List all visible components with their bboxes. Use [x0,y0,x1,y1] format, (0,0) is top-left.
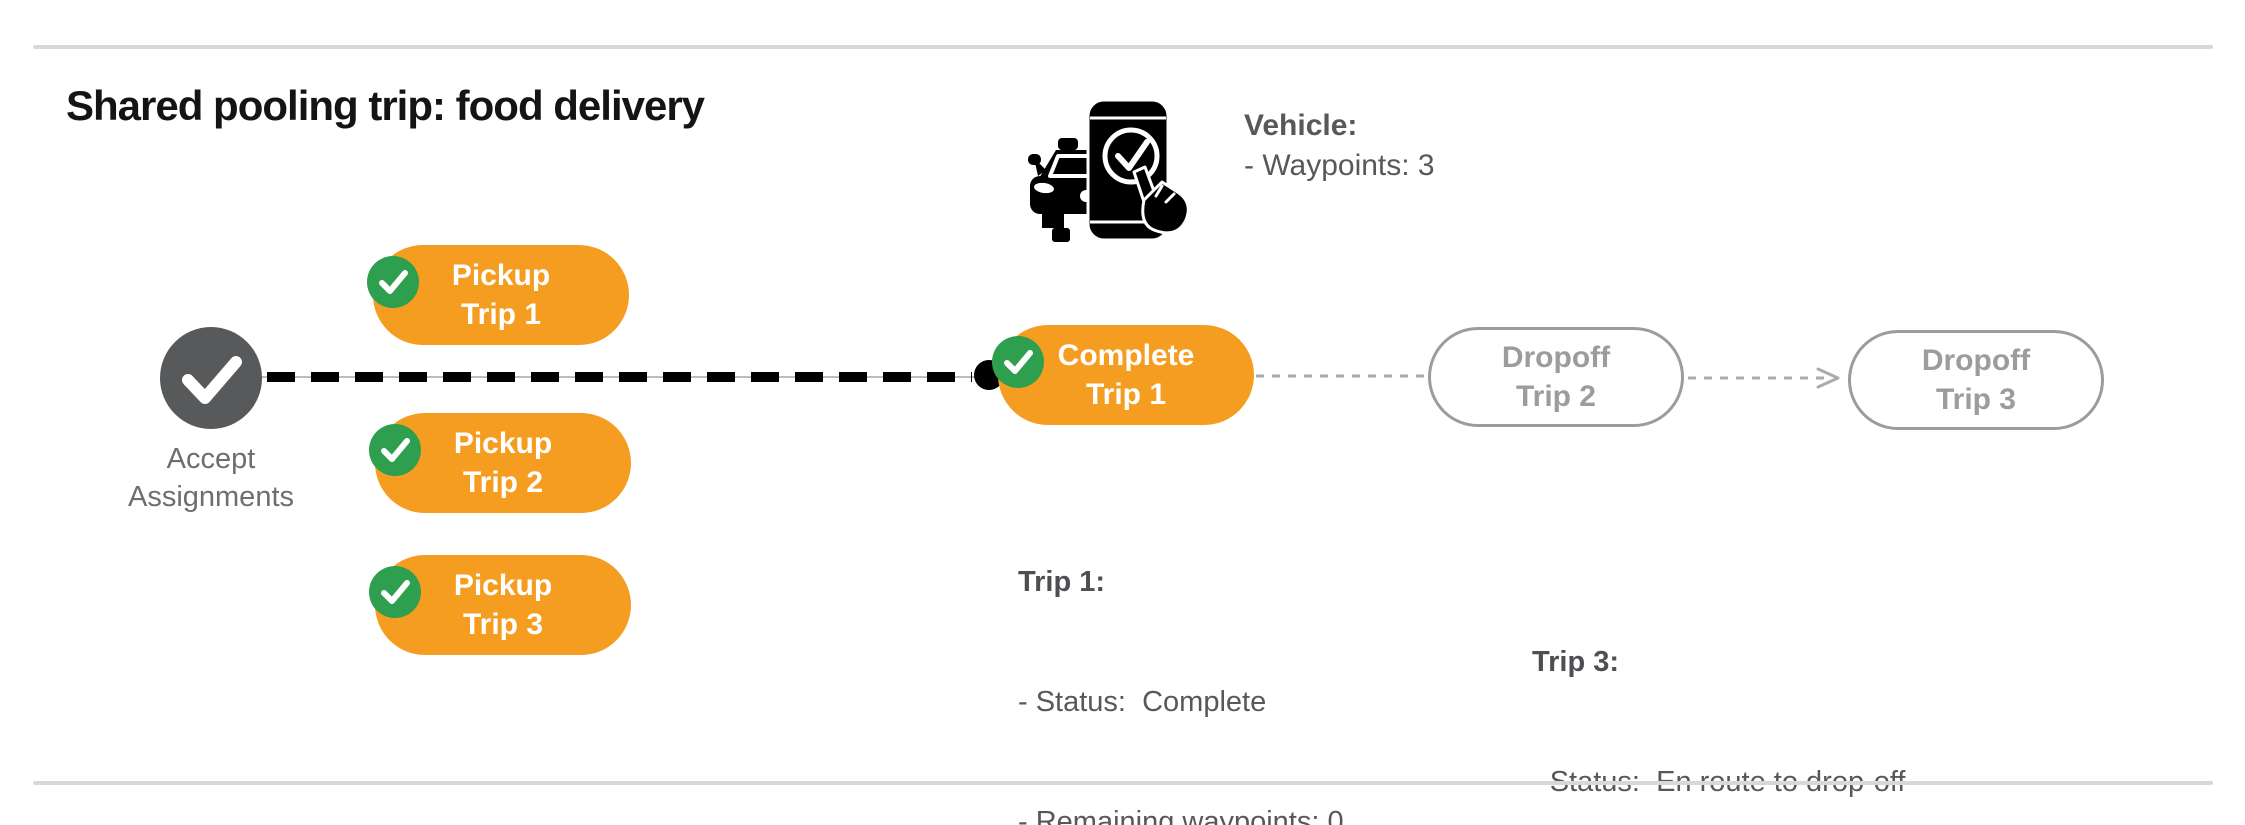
node-label: Pickup Trip 1 [451,259,551,331]
trip-3-title: Trip 3: [1532,646,1620,678]
trip-1-waypoints: - Remaining waypoints: 0 [1018,806,1344,825]
page-title: Shared pooling trip: food delivery [66,82,705,129]
node-label: Dropoff Trip 3 [1921,344,2031,416]
node-pickup-trip-3: Pickup Trip 3 [369,555,631,655]
bottom-divider [33,781,2213,785]
trip-1-status: - Status: Complete [1018,686,1267,718]
vehicle-label: Vehicle: [1244,109,1358,142]
check-badge-icon [369,385,421,476]
accept-assignments-label: Accept Assignments [127,443,294,513]
node-pickup-trip-1: Pickup Trip 1 [367,245,629,345]
check-badge-icon [367,217,419,308]
vehicle-info: Vehicle: - Waypoints: 3 [1244,106,1435,186]
trip-1-title: Trip 1: [1018,566,1106,598]
accept-check-icon [182,356,242,404]
vehicle-phone-icon [1028,98,1190,242]
node-label: Complete Trip 1 [1057,339,1195,411]
arrowhead-icon [1816,367,1840,389]
node-dropoff-trip-2: Dropoff Trip 2 [1428,327,1684,427]
node-label: Dropoff Trip 2 [1501,341,1611,413]
vehicle-waypoints: - Waypoints: 3 [1244,149,1435,182]
node-dropoff-trip-3: Dropoff Trip 3 [1848,330,2104,430]
accept-assignments-node [160,327,262,429]
trip-status-block-3: Trip 3: - Status: En route to drop-off -… [1532,562,1905,825]
node-complete-trip-1: Complete Trip 1 [992,325,1254,425]
node-label: Pickup Trip 2 [453,427,553,499]
check-badge-icon [992,297,1044,388]
trip-status-block-1-2: Trip 1: - Status: Complete - Remaining w… [1018,482,1391,825]
node-pickup-trip-2: Pickup Trip 2 [369,413,631,513]
node-label: Pickup Trip 3 [453,569,553,641]
top-divider [33,45,2213,49]
check-badge-icon [369,527,421,618]
